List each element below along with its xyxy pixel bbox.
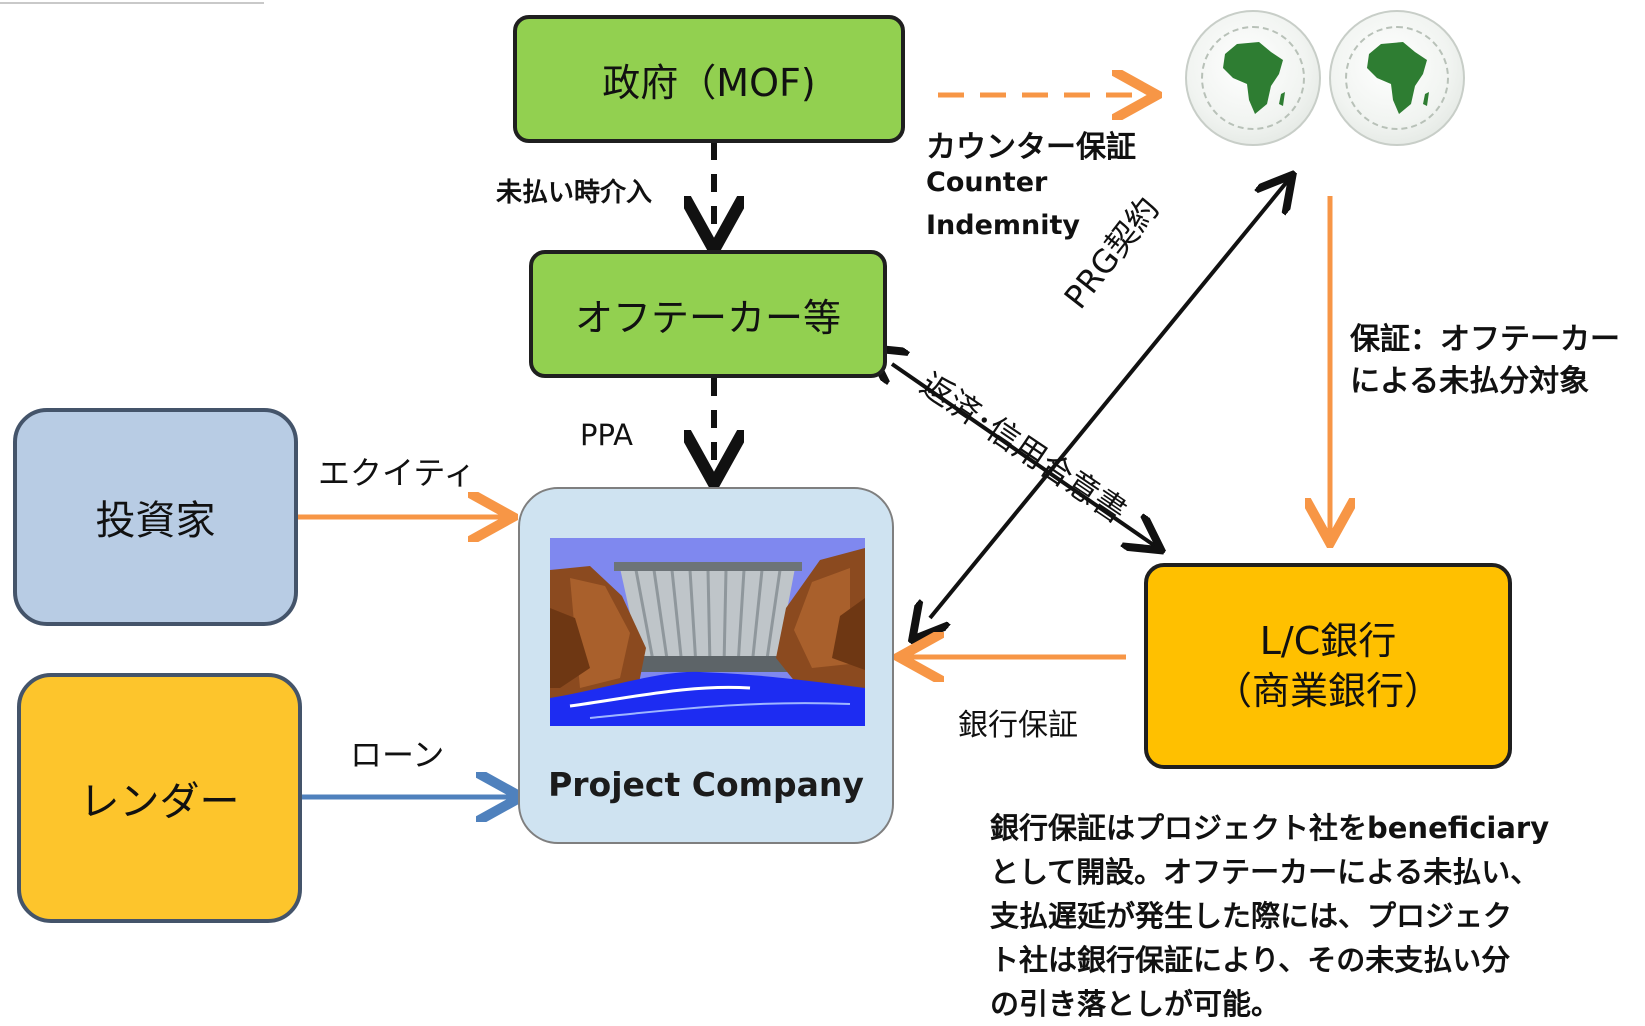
note-line-2: として開設。オフテーカーによる未払い、	[990, 855, 1540, 889]
project-company-label: Project Company	[548, 765, 864, 804]
lc-bank-label-line1: L/C銀行	[1259, 619, 1397, 663]
lc-bank-node: L/C銀行 （商業銀行）	[1144, 563, 1512, 769]
counter-guarantee-jp-label: カウンター保証	[926, 130, 1136, 165]
offtaker-label: オフテーカー等	[574, 295, 841, 340]
intervention-label: 未払い時介入	[496, 178, 653, 208]
lender-node: レンダー	[17, 673, 302, 923]
mof-label: 政府（MOF)	[602, 60, 816, 105]
lc-bank-label-line2: （商業銀行）	[1213, 669, 1442, 713]
guarantee-label-line1: 保証：オフテーカー	[1350, 322, 1620, 357]
note-line-4: ト社は銀行保証により、その未支払い分	[990, 943, 1511, 977]
note-line-1: 銀行保証はプロジェクト社をbeneficiary	[990, 811, 1550, 845]
loan-label: ローン	[350, 736, 445, 774]
offtaker-node: オフテーカー等	[529, 250, 887, 378]
investor-label: 投資家	[95, 498, 216, 544]
dam-illustration	[550, 538, 865, 726]
project-company-node: Project Company	[518, 487, 894, 844]
explanatory-note: 銀行保証はプロジェクト社をbeneficiary として開設。オフテーカーによる…	[990, 806, 1549, 1026]
mof-node: 政府（MOF)	[513, 15, 905, 143]
bank-guarantee-label: 銀行保証	[958, 708, 1078, 743]
afdb-logo-icon	[1185, 10, 1321, 146]
counter-guarantee-en2-label: Indemnity	[926, 210, 1081, 241]
lender-label: レンダー	[79, 779, 240, 825]
note-line-3: 支払遅延が発生した際には、プロジェク	[990, 899, 1513, 933]
guarantee-label-line2: による未払分対象	[1350, 364, 1590, 399]
afdf-logo-icon	[1329, 10, 1465, 146]
ppa-label: PPA	[580, 418, 633, 452]
equity-label: エクイティ	[318, 454, 476, 492]
investor-node: 投資家	[13, 408, 298, 626]
counter-guarantee-en1-label: Counter	[926, 167, 1048, 198]
arrow-repayment	[892, 364, 1158, 548]
note-line-5: の引き落としが可能。	[990, 987, 1281, 1021]
